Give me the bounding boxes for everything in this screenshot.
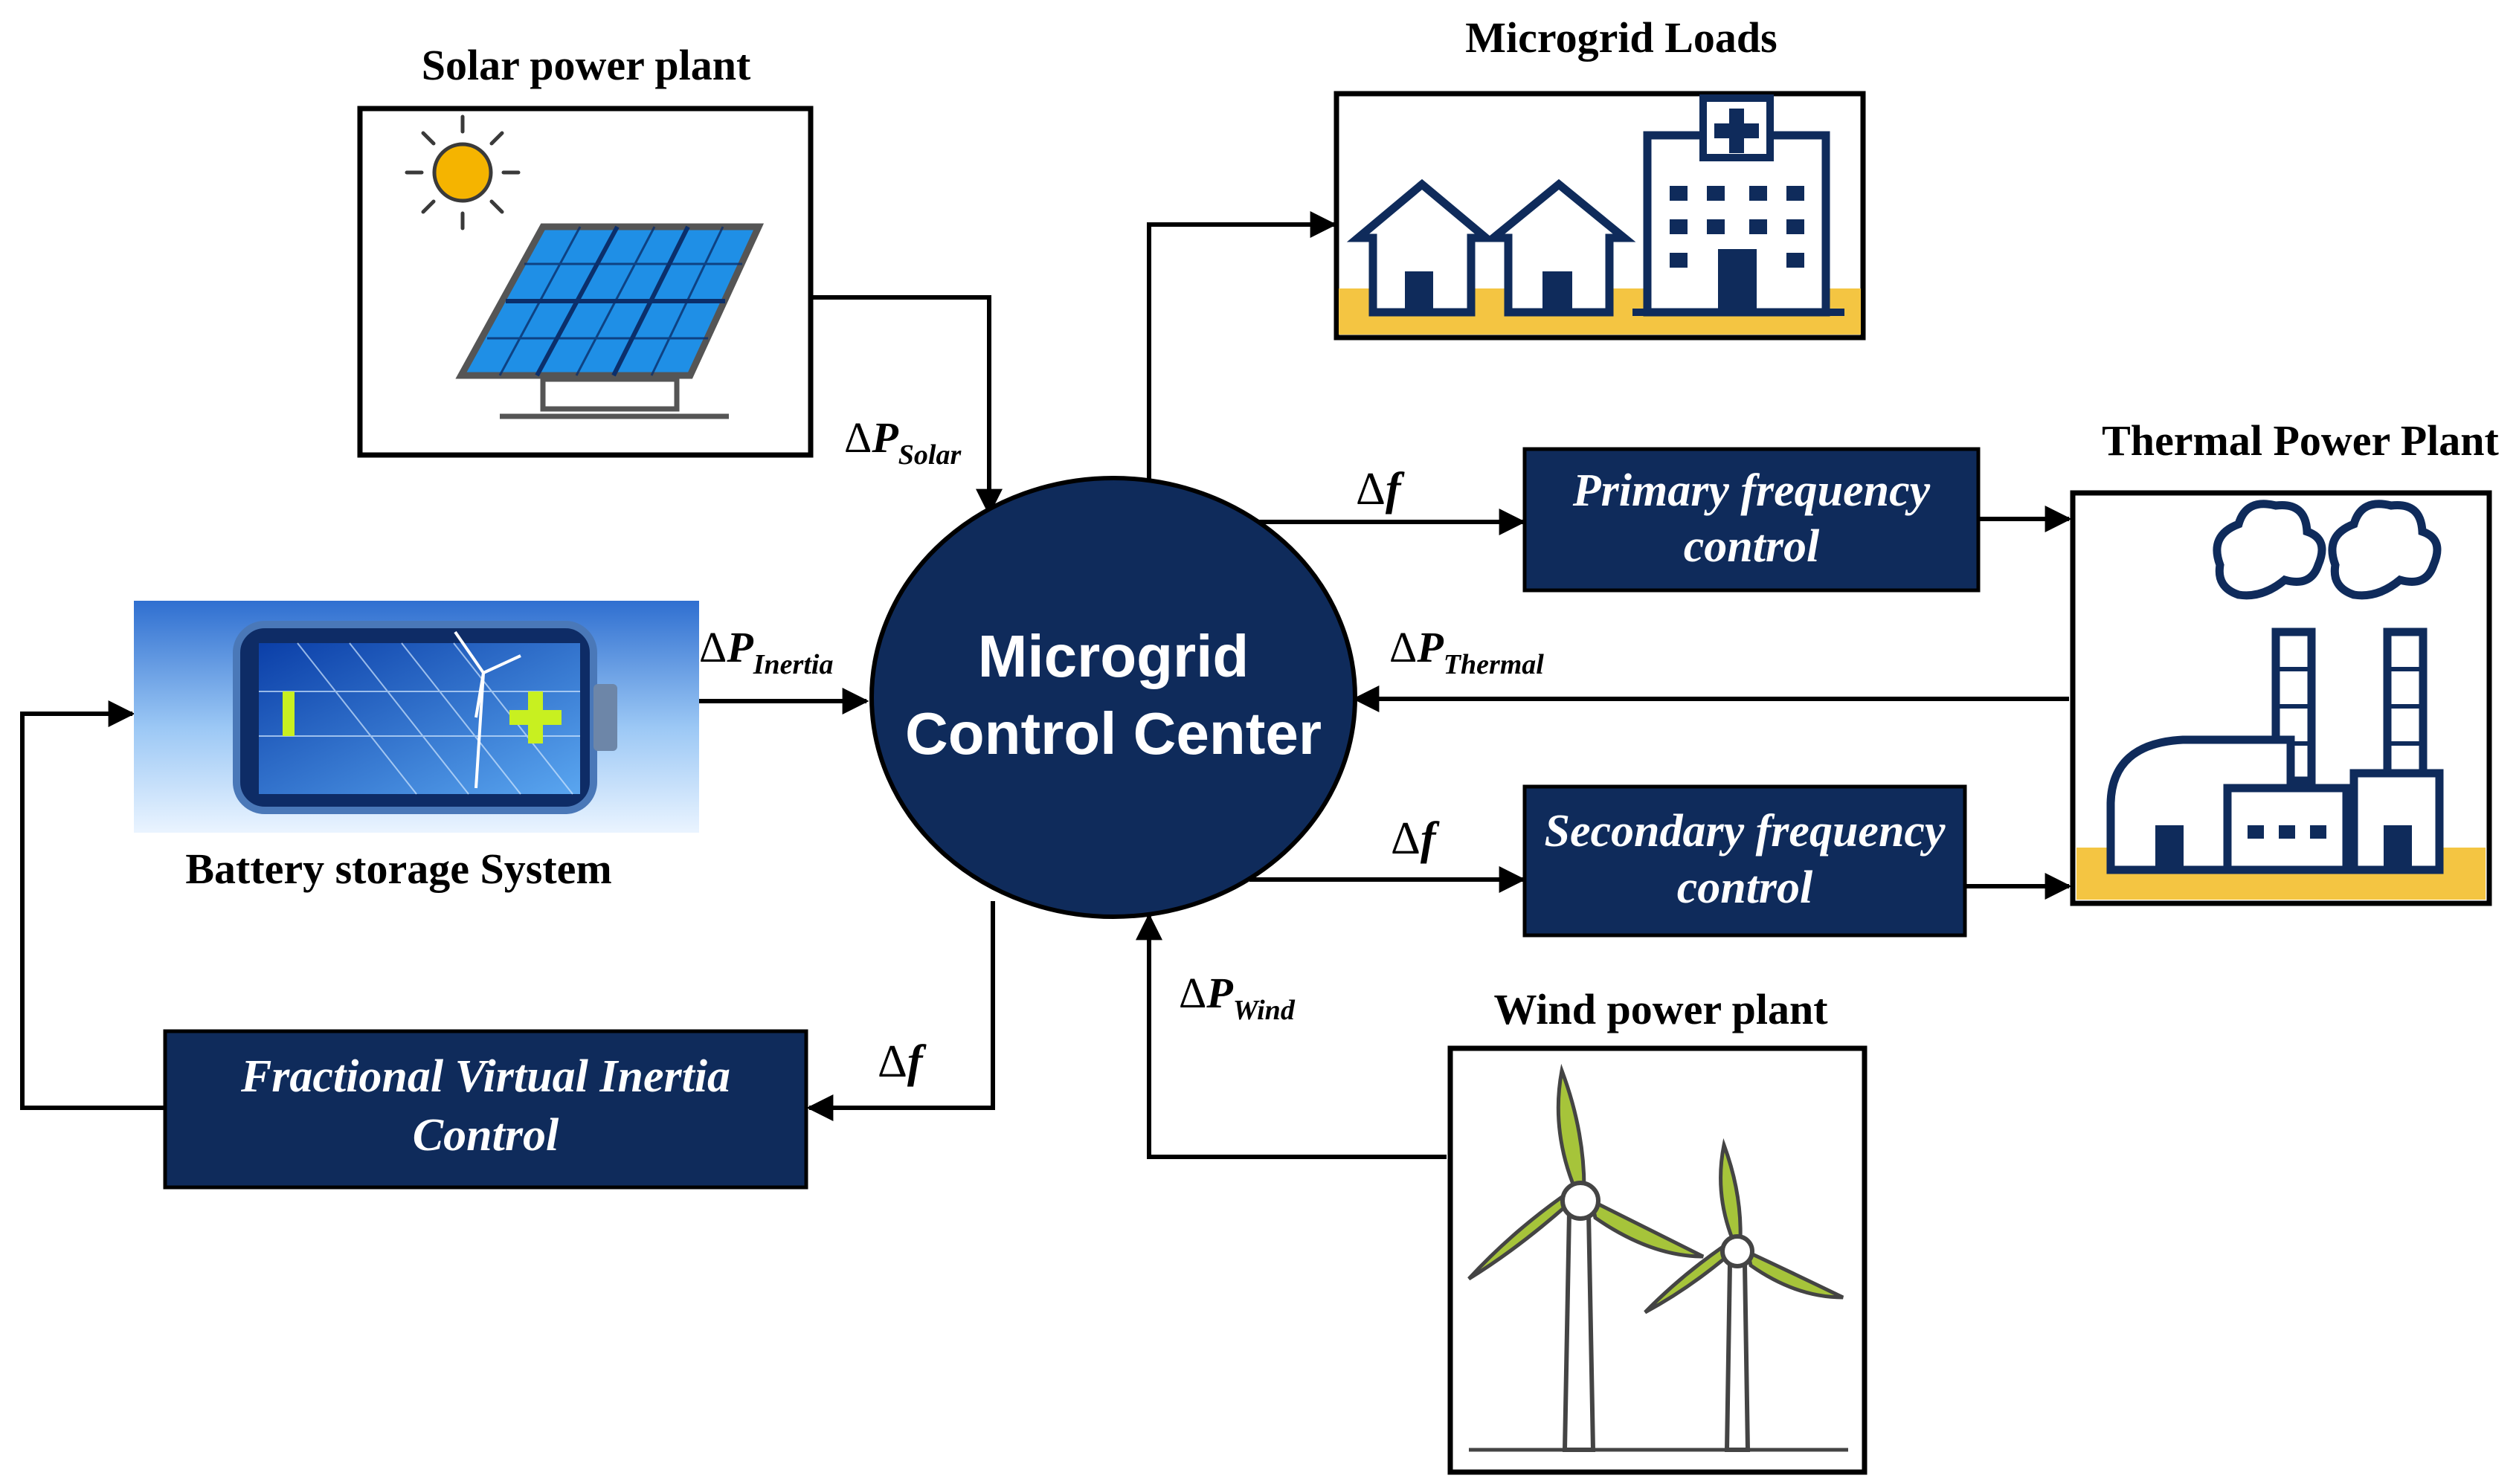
delta-f-primary-label: Δf (1356, 464, 1405, 514)
signal-labels: ΔPSolar ΔPInertia ΔPThermal ΔPWind Δf Δf… (699, 413, 1544, 1087)
secondary-frequency-control-block: Secondary frequency control (1522, 784, 1967, 938)
wind-box (1447, 1045, 1867, 1475)
fractional-virtual-inertia-control-block: Fractional Virtual Inertia Control (163, 1029, 808, 1190)
primary-block-line1: Primary frequency (1572, 465, 1931, 516)
delta-p-solar-label: ΔPSolar (844, 413, 962, 471)
center-to-fvic-arrow (806, 901, 995, 1121)
solar-to-center-arrow (811, 295, 1003, 516)
factory-icon (2106, 628, 2444, 874)
battery-title: Battery storage System (185, 845, 611, 893)
solar-title: Solar power plant (422, 41, 751, 89)
secondary-block-rect (1522, 784, 1967, 938)
control-center: Microgrid Control Center (869, 476, 1357, 919)
wind-turbine-icon (1644, 1138, 1844, 1452)
connections (20, 211, 2072, 1159)
battery-storage-system: Battery storage System (134, 601, 699, 893)
battery-plus-icon (509, 691, 562, 743)
sun-icon (405, 114, 521, 230)
primary-block-rect (1522, 447, 1981, 593)
solar-panel-icon (455, 223, 765, 419)
delta-p-wind-label: ΔPWind (1179, 969, 1296, 1026)
thermal-title: Thermal Power Plant (2102, 416, 2499, 465)
delta-p-inertia-label: ΔPInertia (699, 623, 833, 680)
center-to-loads-arrow (1147, 211, 1337, 482)
smoke-icon (2213, 500, 2442, 600)
secondary-block-line2: control (1677, 862, 1813, 913)
wind-turbine-icon (1467, 1063, 1705, 1452)
primary-block-line2: control (1684, 521, 1820, 572)
battery-icon (233, 621, 617, 814)
microgrid-loads: Microgrid Loads (1334, 13, 1866, 341)
secondary-block-line1: Secondary frequency (1545, 806, 1946, 856)
delta-f-secondary-label: Δf (1391, 813, 1440, 864)
thermal-power-plant: Thermal Power Plant (2070, 416, 2500, 906)
control-center-label-line2: Control Center (905, 700, 1322, 767)
control-center-circle (869, 476, 1357, 919)
delta-p-thermal-label: ΔPThermal (1389, 623, 1544, 680)
fvic-to-battery-arrow (20, 700, 165, 1110)
wind-title: Wind power plant (1493, 985, 1828, 1033)
house-icon (1482, 178, 1636, 317)
house-icon (1346, 178, 1498, 317)
wind-to-center-arrow (1136, 913, 1447, 1159)
battery-minus-icon (283, 691, 295, 736)
fvic-block-line2: Control (413, 1110, 559, 1161)
solar-plant: Solar power plant (357, 41, 814, 458)
delta-f-fvic-label: Δf (878, 1036, 927, 1087)
hospital-icon (1632, 94, 1844, 317)
control-center-label-line1: Microgrid (978, 623, 1249, 689)
fvic-block-rect (163, 1029, 808, 1190)
loads-title: Microgrid Loads (1465, 13, 1777, 62)
wind-power-plant: Wind power plant (1447, 985, 1867, 1475)
fvic-block-line1: Fractional Virtual Inertia (240, 1051, 730, 1102)
primary-frequency-control-block: Primary frequency control (1522, 447, 1981, 593)
